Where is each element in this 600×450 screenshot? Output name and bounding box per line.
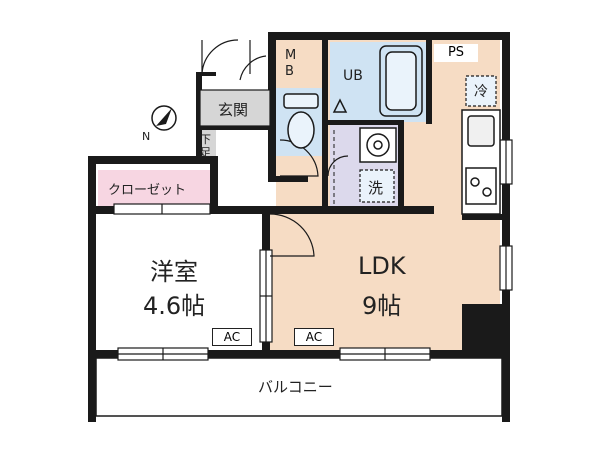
washbasin: [359, 127, 397, 163]
bathtub: [379, 45, 423, 117]
western-sliding-door: [259, 249, 273, 343]
western-room-label: 洋室: [150, 258, 198, 286]
mb-label-top: M: [285, 48, 297, 63]
ldk-label: LDK: [358, 252, 406, 280]
ac-western-label: AC: [212, 328, 252, 346]
windows: [117, 139, 513, 361]
closet-doors: [113, 203, 211, 215]
entrance-step: [199, 89, 271, 127]
washer-label: 洗: [368, 179, 384, 197]
unit-bath-label: UB: [343, 68, 363, 84]
kitchen-counter: [461, 109, 501, 215]
fridge-box: [465, 75, 497, 107]
fridge-label: 冷: [474, 84, 488, 100]
geta-label-bottom: 足: [200, 146, 211, 159]
closet-fill: [98, 170, 212, 208]
mb-label-bottom: B: [285, 64, 294, 79]
geta-label-top: 下: [200, 133, 211, 146]
ac-ldk-label: AC: [294, 328, 334, 346]
ldk-size: 9帖: [362, 292, 402, 320]
ps-label: PS: [434, 44, 478, 62]
geta-fill: [198, 130, 216, 158]
toilet-fixture: [283, 93, 319, 149]
washer-box: [359, 169, 395, 203]
compass-icon: [151, 105, 177, 131]
compass-north-label: N: [142, 130, 151, 143]
entrance-label: 玄関: [218, 101, 249, 119]
shower-triangle: [332, 98, 348, 113]
hall-fill: [216, 130, 276, 210]
closet-label: クローゼット: [108, 183, 187, 198]
western-room-size: 4.6帖: [143, 292, 206, 320]
balcony-label: バルコニー: [258, 378, 333, 396]
